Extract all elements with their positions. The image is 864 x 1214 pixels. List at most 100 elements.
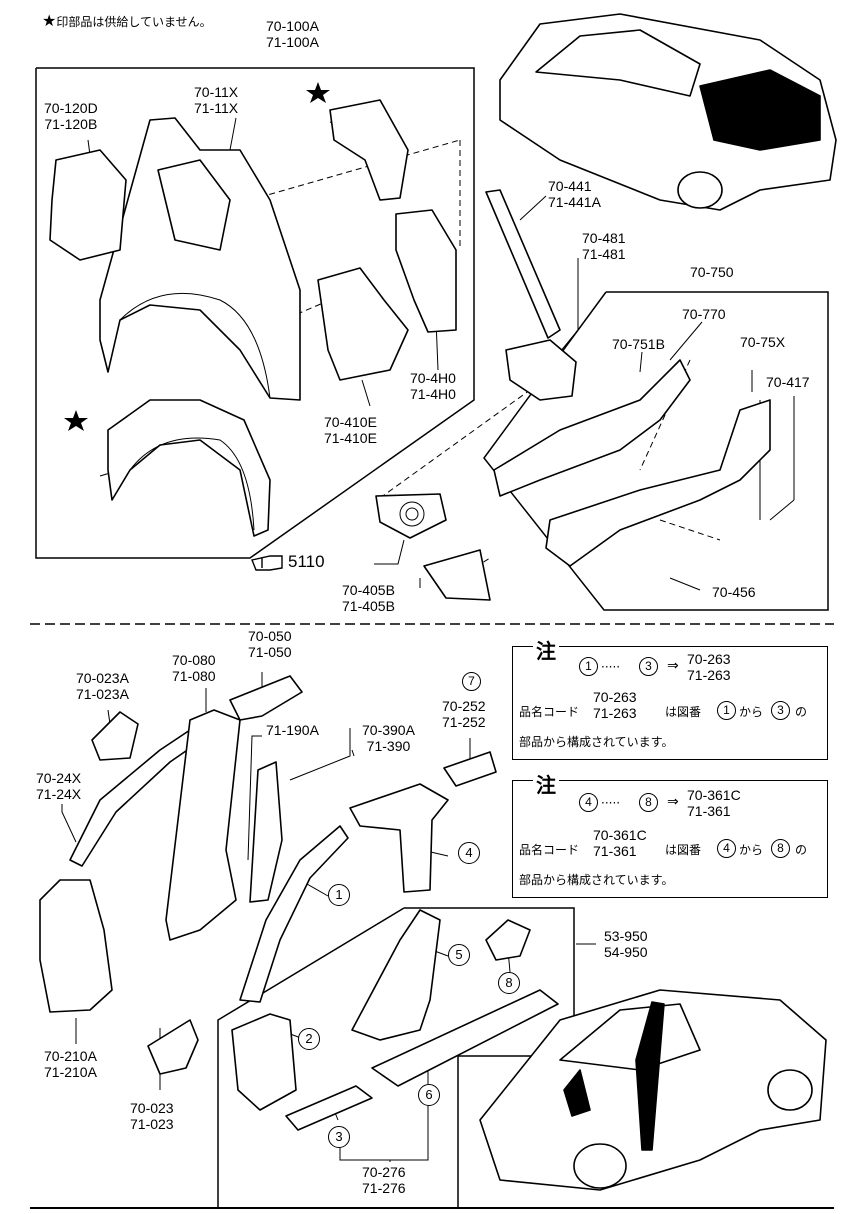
note-dots: ·····	[601, 660, 621, 674]
label-11x: 70-11X 71-11X	[194, 84, 238, 116]
bracket-120	[49, 149, 127, 261]
label-456: 70-456	[712, 584, 756, 600]
part-number: 71-210A	[44, 1064, 97, 1080]
part-number: 70-441	[548, 178, 592, 194]
part-number: 71-11X	[194, 100, 239, 116]
part-number: 71-441A	[548, 194, 601, 210]
part-number: 70-24X	[36, 770, 82, 786]
panel-410e	[317, 267, 409, 381]
note-codes: 70-263 71-263	[593, 689, 637, 721]
part-number: 70-023	[130, 1100, 174, 1116]
part-number: 70-023A	[76, 670, 129, 686]
bracket-star	[329, 99, 409, 201]
note-no: の	[795, 705, 808, 719]
part-number: 70-405B	[342, 582, 395, 598]
reinf-252	[443, 751, 497, 787]
label-080: 70-080 71-080	[172, 652, 216, 684]
assembly-frame-950	[217, 907, 575, 1209]
note-no: の	[795, 843, 808, 857]
part-number: 71-481	[582, 246, 626, 262]
part-number: 71-120B	[44, 116, 98, 132]
pillar-4h0	[395, 209, 457, 333]
part-number: 70-276	[362, 1164, 406, 1180]
ref-circle-7: 7	[462, 672, 481, 691]
bracket-8	[485, 919, 531, 961]
star-marker	[64, 410, 88, 431]
part-number: 70-481	[582, 230, 626, 246]
note-ref-to-2: 8	[771, 839, 790, 858]
label-950: 53-950 54-950	[604, 928, 648, 960]
note-ref-from-2: 1	[717, 701, 736, 720]
label-410e: 70-410E 71-410E	[324, 414, 377, 446]
part-number: 70-361C	[687, 787, 741, 803]
part-number: 71-24X	[36, 786, 82, 802]
label-5110[interactable]: 5110	[288, 552, 325, 571]
note-result: 70-361C 71-361	[687, 787, 741, 819]
pillar-5	[351, 909, 441, 1041]
pillar-4	[349, 783, 449, 893]
part-number: 71-263	[687, 667, 731, 683]
bracket-481	[505, 339, 577, 401]
part-number: 71-100A	[266, 34, 319, 50]
part-number: 70-263	[593, 689, 637, 705]
label-210a: 70-210A 71-210A	[44, 1048, 97, 1080]
part-number: 70-11X	[194, 84, 239, 100]
note-code-label: 品名コード	[519, 705, 580, 719]
reinf-190	[249, 761, 283, 903]
note-tail: 部品から構成されています。	[519, 735, 674, 749]
ref-circle-3: 3	[328, 1126, 350, 1148]
hand-pointer-icon	[251, 555, 283, 571]
ref-circle-4: 4	[458, 842, 480, 864]
part-number: 71-361	[687, 803, 731, 819]
note-arrow: ⇒	[667, 794, 679, 810]
rail-75x	[545, 399, 771, 567]
bracket-405b	[423, 549, 491, 601]
note-ref-to-2: 3	[771, 701, 790, 720]
label-190: 71-190A	[266, 722, 319, 738]
label-120: 70-120D 71-120B	[44, 100, 98, 132]
label-770: 70-770	[682, 306, 726, 322]
rail-751b	[493, 359, 691, 497]
ref-circle-8: 8	[498, 972, 520, 994]
brace-050	[229, 675, 303, 721]
label-390: 70-390A 71-390	[362, 722, 415, 754]
label-24x: 70-24X 71-24X	[36, 770, 81, 802]
label-441: 70-441 71-441A	[548, 178, 601, 210]
part-number: 70-263	[687, 651, 731, 667]
label-023a: 70-023A 71-023A	[76, 670, 129, 702]
note-heading: 注	[533, 635, 559, 664]
part-number: 54-950	[604, 944, 648, 960]
pillar-210a	[39, 879, 113, 1013]
part-number: 71-361	[593, 843, 637, 859]
label-751b: 70-751B	[612, 336, 665, 352]
pillar-080	[165, 709, 241, 941]
label-481: 70-481 71-481	[582, 230, 626, 262]
label-252: 70-252 71-252	[442, 698, 486, 730]
note-codes: 70-361C 71-361	[593, 827, 647, 859]
part-number: 71-252	[442, 714, 486, 730]
wheel-house	[107, 399, 271, 537]
note-dots: ·····	[601, 796, 621, 810]
bracket-023a	[91, 711, 139, 761]
part-number: 71-050	[248, 644, 292, 660]
part-number: 71-410E	[324, 430, 377, 446]
pillar-2	[231, 1013, 297, 1111]
label-023: 70-023 71-023	[130, 1100, 174, 1132]
label-050: 70-050 71-050	[248, 628, 292, 660]
assembly-frame-upper	[35, 67, 475, 559]
note-kara: から	[739, 705, 764, 719]
star-marker	[306, 82, 330, 103]
label-75x: 70-75X	[740, 334, 786, 350]
note-ref-from: 1	[579, 657, 598, 676]
part-number: 53-950	[604, 928, 648, 944]
note-code-label: 品名コード	[519, 843, 580, 857]
note-box-2: 注 4 ····· 8 ⇒ 70-361C 71-361 品名コード 70-36…	[512, 769, 828, 898]
part-number: 70-390A	[362, 722, 415, 738]
note-arrow: ⇒	[667, 658, 679, 674]
note-box-1: 注 1 ····· 3 ⇒ 70-263 71-263 品名コード 70-263…	[512, 635, 828, 760]
pillar-1	[239, 825, 349, 1003]
part-number: 71-4H0	[410, 386, 456, 402]
label-405b: 70-405B 71-405B	[342, 582, 395, 614]
part-number: 71-390	[366, 738, 411, 754]
